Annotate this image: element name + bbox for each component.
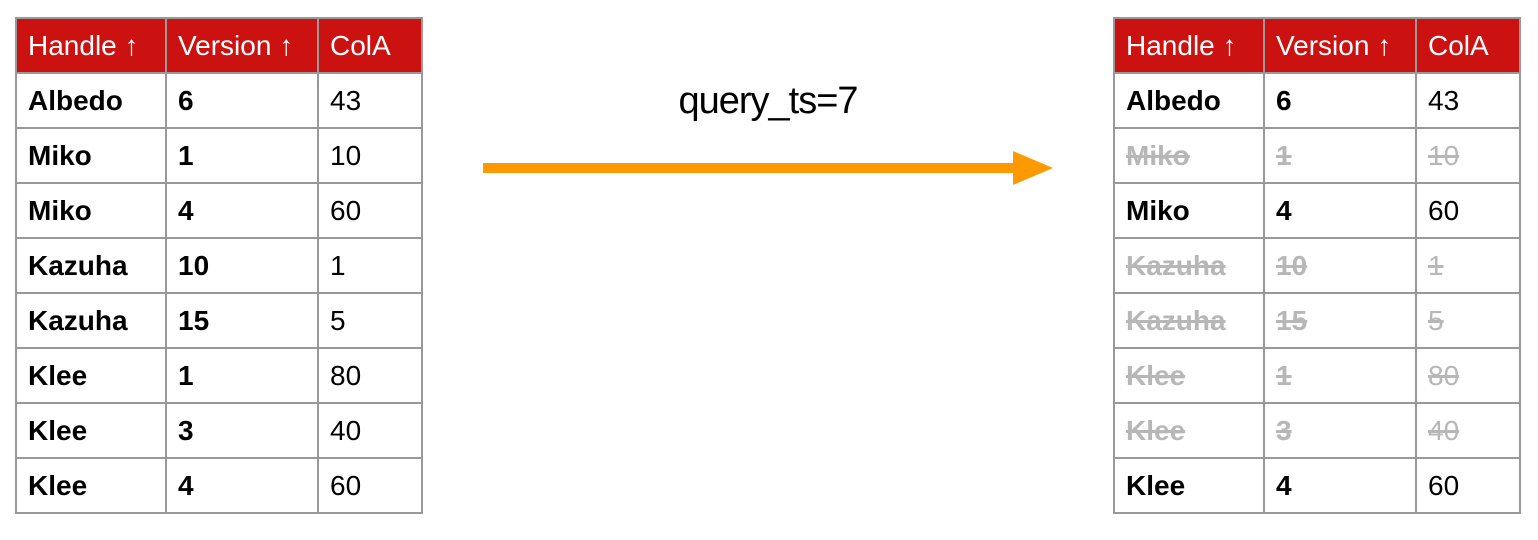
table-row-struck: Kazuha 15 5 [1113,292,1521,349]
cola-cell: 80 [317,347,423,404]
table-row: Miko 4 60 [1113,182,1521,239]
column-header-label: Handle [1126,29,1215,61]
column-header-handle: Handle ↑ [15,17,167,74]
handle-cell: Miko [15,127,167,184]
handle-cell: Kazuha [15,237,167,294]
column-header-cola: ColA [317,17,423,74]
table-row: Miko 1 10 [15,127,423,184]
cola-cell: 43 [317,72,423,129]
version-cell: 4 [1263,182,1417,239]
cola-cell: 60 [317,182,423,239]
table-row-struck: Kazuha 10 1 [1113,237,1521,294]
version-cell: 6 [1263,72,1417,129]
version-cell: 3 [165,402,319,459]
table-row-struck: Klee 1 80 [1113,347,1521,404]
handle-cell: Kazuha [1113,292,1265,349]
handle-cell: Klee [15,457,167,514]
version-cell: 10 [165,237,319,294]
query-timestamp-label: query_ts=7 [678,80,858,122]
versioned-table-before: Handle ↑ Version ↑ ColA Albedo 6 43 Miko… [15,17,423,514]
column-header-version: Version ↑ [165,17,319,74]
cola-cell: 60 [1415,457,1521,514]
cola-cell: 60 [317,457,423,514]
handle-cell: Albedo [1113,72,1265,129]
table-row: Klee 1 80 [15,347,423,404]
handle-cell: Kazuha [1113,237,1265,294]
cola-cell: 1 [317,237,423,294]
handle-cell: Klee [1113,457,1265,514]
sort-ascending-icon: ↑ [279,29,294,61]
table-header-row: Handle ↑ Version ↑ ColA [15,17,423,74]
table-row: Kazuha 15 5 [15,292,423,349]
cola-cell: 60 [1415,182,1521,239]
column-header-cola: ColA [1415,17,1521,74]
cola-cell: 40 [1415,402,1521,459]
sort-ascending-icon: ↑ [124,29,139,61]
version-cell: 4 [165,457,319,514]
handle-cell: Klee [1113,402,1265,459]
version-cell: 15 [1263,292,1417,349]
version-cell: 1 [1263,347,1417,404]
table-row: Klee 4 60 [15,457,423,514]
transition-arrow [483,151,1053,185]
column-header-label: Version [178,29,272,61]
column-header-label: ColA [330,29,391,61]
table-row-struck: Miko 1 10 [1113,127,1521,184]
column-header-label: ColA [1428,29,1489,61]
arrow-head [1013,151,1053,185]
table-header-row: Handle ↑ Version ↑ ColA [1113,17,1521,74]
handle-cell: Klee [15,402,167,459]
cola-cell: 5 [1415,292,1521,349]
cola-cell: 10 [1415,127,1521,184]
table-row: Klee 4 60 [1113,457,1521,514]
version-cell: 3 [1263,402,1417,459]
version-cell: 1 [165,347,319,404]
table-row: Albedo 6 43 [15,72,423,129]
cola-cell: 1 [1415,237,1521,294]
column-header-handle: Handle ↑ [1113,17,1265,74]
table-row: Kazuha 10 1 [15,237,423,294]
cola-cell: 80 [1415,347,1521,404]
version-cell: 10 [1263,237,1417,294]
cola-cell: 5 [317,292,423,349]
version-cell: 1 [165,127,319,184]
sort-ascending-icon: ↑ [1377,29,1392,61]
version-cell: 15 [165,292,319,349]
handle-cell: Miko [15,182,167,239]
version-cell: 6 [165,72,319,129]
handle-cell: Klee [15,347,167,404]
versioned-table-after: Handle ↑ Version ↑ ColA Albedo 6 43 Miko… [1113,17,1521,514]
column-header-label: Handle [28,29,117,61]
cola-cell: 40 [317,402,423,459]
table-row-struck: Klee 3 40 [1113,402,1521,459]
handle-cell: Albedo [15,72,167,129]
column-header-label: Version [1276,29,1370,61]
table-row: Miko 4 60 [15,182,423,239]
version-cell: 4 [165,182,319,239]
version-cell: 1 [1263,127,1417,184]
handle-cell: Miko [1113,182,1265,239]
table-row: Albedo 6 43 [1113,72,1521,129]
cola-cell: 43 [1415,72,1521,129]
column-header-version: Version ↑ [1263,17,1417,74]
table-row: Klee 3 40 [15,402,423,459]
handle-cell: Miko [1113,127,1265,184]
version-cell: 4 [1263,457,1417,514]
handle-cell: Kazuha [15,292,167,349]
cola-cell: 10 [317,127,423,184]
sort-ascending-icon: ↑ [1222,29,1237,61]
handle-cell: Klee [1113,347,1265,404]
